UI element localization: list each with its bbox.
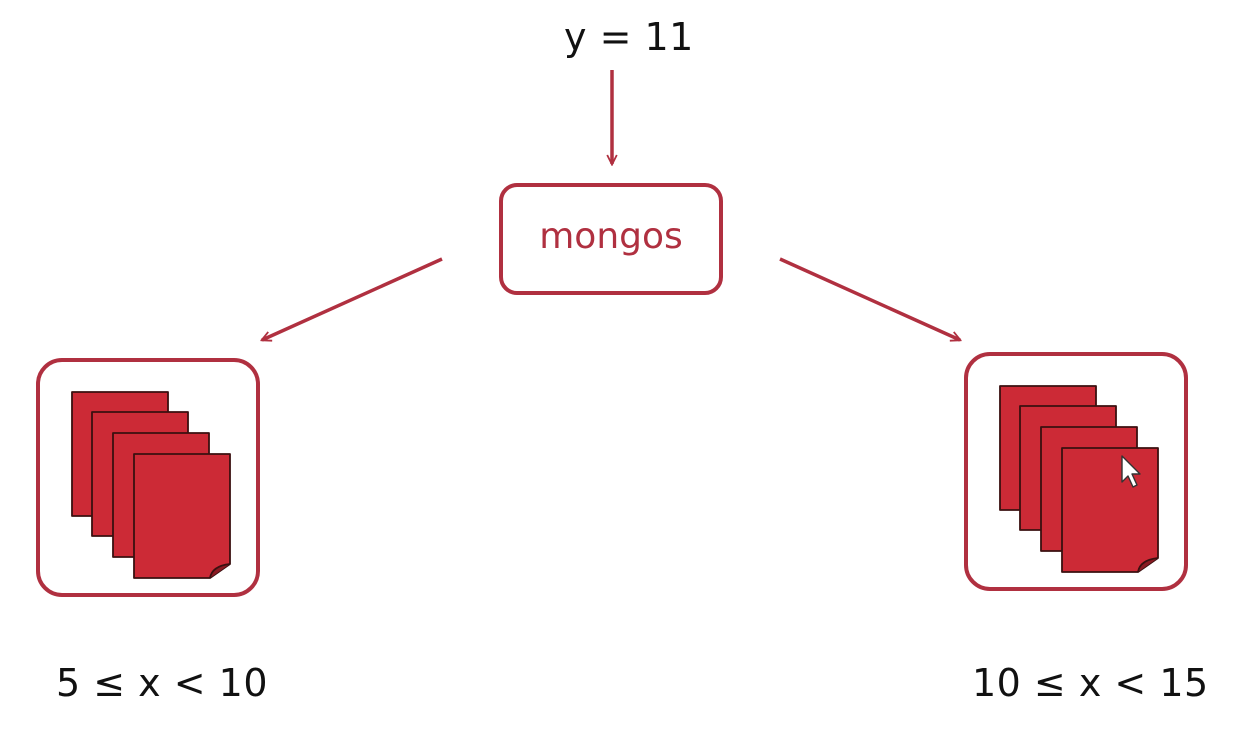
shard-box-right xyxy=(964,352,1188,591)
shard-range-label-left: 5 ≤ x < 10 xyxy=(56,661,269,705)
mongos-router-box: mongos xyxy=(499,183,723,295)
page-curl-icon xyxy=(1137,557,1159,573)
document-stack-icon xyxy=(999,385,1159,573)
document-stack-icon xyxy=(71,391,231,579)
query-label: y = 11 xyxy=(564,15,694,59)
mongos-label: mongos xyxy=(539,216,683,257)
mouse-cursor-icon xyxy=(1121,455,1141,488)
shard-box-left xyxy=(36,358,260,597)
document-icon xyxy=(1061,447,1159,573)
arrow-mongos-to-right-shard xyxy=(779,257,960,342)
arrow-mongos-to-left-shard xyxy=(262,257,443,342)
document-icon xyxy=(133,453,231,579)
page-curl-icon xyxy=(209,563,231,579)
shard-range-label-right: 10 ≤ x < 15 xyxy=(972,661,1209,705)
